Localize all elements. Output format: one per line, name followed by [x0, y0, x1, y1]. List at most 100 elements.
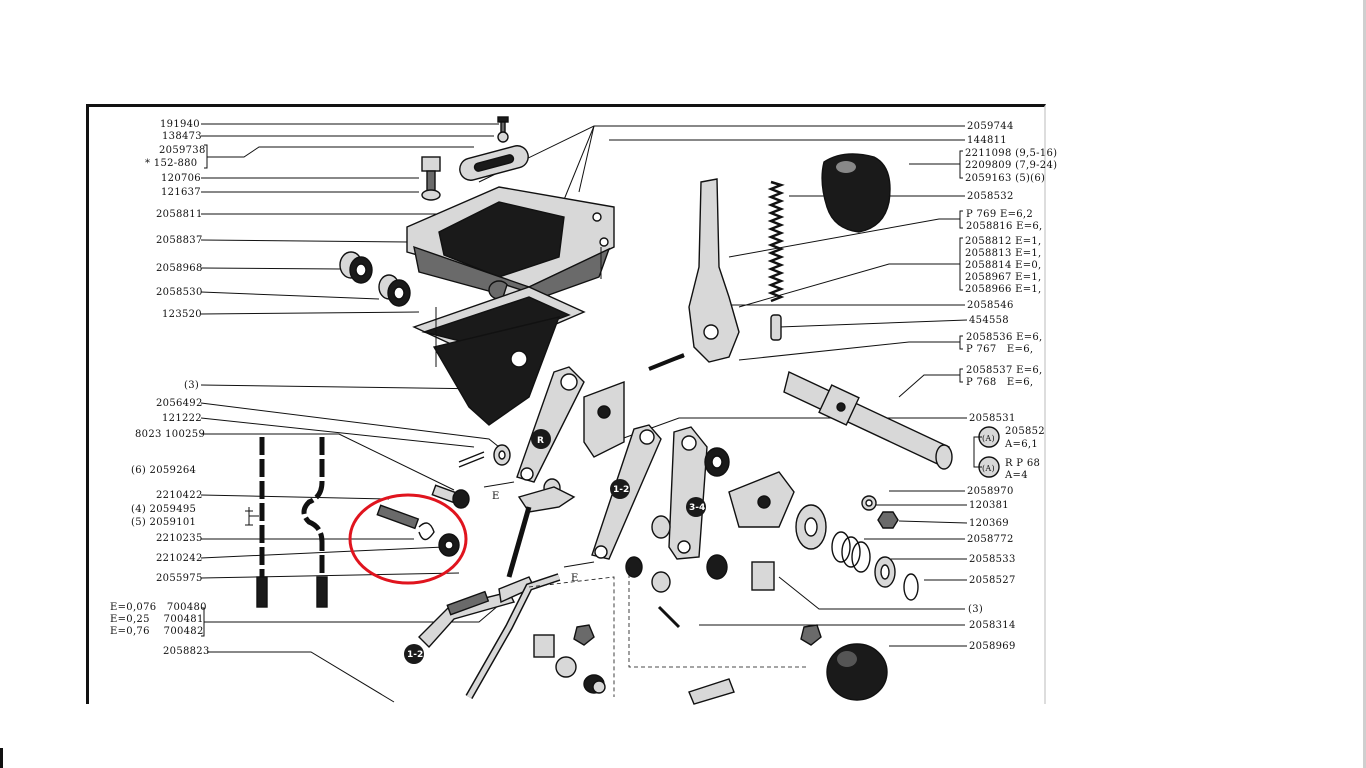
- label-205852: 205852: [1005, 426, 1045, 437]
- bushing-2058968: [339, 251, 373, 284]
- label-a4: A=4: [1004, 470, 1028, 481]
- label-2058816: 2058816 E=6,: [966, 221, 1043, 232]
- label-2210235: 2210235: [156, 533, 203, 544]
- rubber-bumper-2058969: [826, 643, 888, 701]
- reverse-lever: [516, 366, 585, 483]
- label-2058968: 2058968: [156, 263, 203, 274]
- label-2055975: 2055975: [156, 573, 203, 584]
- shift-rods: [256, 437, 328, 608]
- svg-text:(A): (A): [982, 464, 995, 473]
- lever-3-4: [668, 426, 708, 560]
- label-p769: P 769 E=6,2: [966, 209, 1033, 220]
- label-121637: 121637: [161, 187, 201, 198]
- bolt-120706: [421, 156, 441, 201]
- label-2059163: 2059163 (5)(6): [965, 173, 1045, 184]
- label-454558: 454558: [969, 315, 1009, 326]
- label-2058811: 2058811: [156, 209, 203, 220]
- main-lower-rod: [465, 486, 576, 699]
- left-leader-lines: [200, 123, 500, 703]
- label-2058531: 2058531: [969, 413, 1016, 424]
- label-2058812: 2058812 E=1,: [965, 236, 1042, 247]
- label-120706: 120706: [161, 173, 201, 184]
- label-3-right: (3): [968, 604, 983, 615]
- label-p768: P 768 E=6,: [966, 377, 1033, 388]
- seal-stack: [795, 504, 919, 601]
- label-2059495: (4) 2059495: [131, 504, 196, 515]
- label-2058536: 2058536 E=6,: [966, 332, 1043, 343]
- label-700481: E=0,25 700481: [110, 614, 204, 625]
- threaded-bolt: [446, 590, 490, 616]
- badge-1-2-upper-text: 1-2: [613, 485, 629, 495]
- label-2210242: 2210242: [156, 553, 203, 564]
- gate-plate: [459, 145, 529, 181]
- dimension-e-left: E: [492, 491, 500, 502]
- label-2058813: 2058813 E=1,: [965, 248, 1042, 259]
- badge-1-2-lower: [404, 644, 424, 664]
- spring-clip-2210235: [418, 522, 435, 541]
- detail-callouts: (A) (A): [973, 426, 1000, 478]
- label-152-880: * 152-880: [145, 158, 197, 169]
- exploded-view-diagram: 191940 138473 2059738 * 152-880 120706 1…: [110, 116, 1057, 705]
- label-rp68: R P 68: [1005, 458, 1040, 469]
- label-138473: 138473: [162, 131, 202, 142]
- label-120381: 120381: [969, 500, 1009, 511]
- pin-2058546: [648, 353, 685, 371]
- badge-1-2-upper: [610, 479, 630, 499]
- label-2058837: 2058837: [156, 235, 203, 246]
- label-144811: 144811: [967, 135, 1007, 146]
- label-2059744: 2059744: [967, 121, 1014, 132]
- nut-120369: [877, 511, 899, 529]
- label-2058969: 2058969: [969, 641, 1016, 652]
- label-123520: 123520: [162, 309, 202, 320]
- reference-lines: [528, 567, 809, 697]
- label-2210422: 2210422: [156, 490, 203, 501]
- nut-2210242: [438, 533, 460, 557]
- label-2058814: 2058814 E=0,: [965, 260, 1042, 271]
- dimension-e-lower: E: [571, 573, 579, 584]
- small-washers: [493, 444, 671, 593]
- badge-3-4: [686, 497, 706, 517]
- label-2058530: 2058530: [156, 287, 203, 298]
- gear-knob: [821, 153, 891, 233]
- gate-bracket: [583, 380, 625, 458]
- label-2058823: 2058823: [163, 646, 210, 657]
- label-2059101: (5) 2059101: [131, 517, 196, 528]
- label-p767: P 767 E=6,: [966, 344, 1033, 355]
- label-2058533: 2058533: [969, 554, 1016, 565]
- cross-shaft-2058531: [783, 371, 953, 470]
- corner-mark: [0, 748, 3, 768]
- label-2059264: (6) 2059264: [131, 465, 196, 476]
- cotter-pin-121222: [458, 451, 485, 468]
- shaft-collar: [704, 447, 795, 528]
- label-2058314: 2058314: [969, 620, 1016, 631]
- label-2058527: 2058527: [969, 575, 1016, 586]
- label-120369: 120369: [969, 518, 1009, 529]
- window-edge: [1363, 0, 1366, 768]
- bottom-hardware: [533, 554, 822, 705]
- svg-text:(A): (A): [982, 434, 995, 443]
- label-2056492: 2056492: [156, 398, 203, 409]
- label-a6-1: A=6,1: [1004, 439, 1038, 450]
- pin-454558: [770, 314, 782, 341]
- parts-diagram-sheet: 191940 138473 2059738 * 152-880 120706 1…: [86, 104, 1057, 705]
- label-191940: 191940: [160, 119, 200, 130]
- label-2058970: 2058970: [967, 486, 1014, 497]
- label-121222: 121222: [162, 413, 202, 424]
- label-2058532: 2058532: [967, 191, 1014, 202]
- washer-120381: [861, 495, 877, 511]
- label-2211098: 2211098 (9,5-16): [965, 148, 1057, 159]
- left-callout-labels: 191940 138473 2059738 * 152-880 120706 1…: [110, 119, 210, 657]
- label-700480: E=0,076 700480: [110, 602, 207, 613]
- top-screw-191940: [497, 116, 509, 143]
- label-2058537: 2058537 E=6,: [966, 365, 1043, 376]
- label-2058546: 2058546: [967, 300, 1014, 311]
- label-3-left: (3): [184, 380, 199, 391]
- gear-shift-lever: [648, 178, 740, 370]
- gear-badges: R 1-2 3-4 1-2: [404, 429, 706, 664]
- shifter-housing-top: [406, 186, 615, 303]
- dimension-marks: E E: [483, 481, 595, 584]
- badge-r-text: R: [537, 436, 544, 446]
- right-callout-labels: 2059744 144811 2211098 (9,5-16) 2209809 …: [965, 121, 1057, 652]
- bushing-2058530: [378, 274, 411, 307]
- shifter-housing-lower: [412, 247, 602, 426]
